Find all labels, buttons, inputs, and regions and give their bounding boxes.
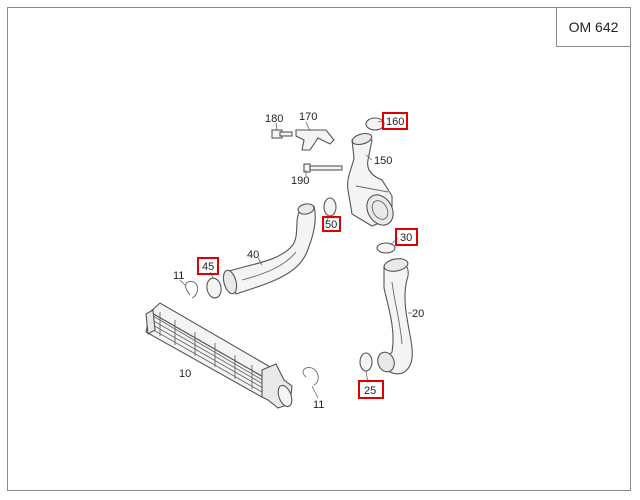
charge-air-hose-40-part[interactable] [221,203,316,295]
label-20: 20 [412,308,424,320]
bolt-180-part[interactable] [271,129,293,139]
engine-code-label: OM 642 [568,19,619,35]
highlight-25 [358,380,384,399]
seal-ring-160-part[interactable] [365,117,385,131]
charge-air-hose-20-part[interactable] [375,257,413,375]
label-170: 170 [299,111,317,123]
label-190: 190 [291,175,309,187]
highlight-50 [322,216,341,232]
seal-ring-45-part[interactable] [205,277,222,299]
engine-code-box: OM 642 [556,7,631,47]
bracket-170-part[interactable] [295,129,335,151]
label-25[interactable]: 25 [364,385,376,397]
throttle-housing-part[interactable] [347,132,399,230]
screw-190-part[interactable] [303,163,343,173]
label-50[interactable]: 50 [325,219,337,231]
label-40: 40 [247,249,259,261]
label-10: 10 [179,368,191,380]
highlight-30 [395,228,418,246]
clamp-left-part[interactable] [185,281,199,299]
highlight-45 [197,257,219,275]
seal-ring-50-part[interactable] [323,197,337,217]
label-45[interactable]: 45 [202,261,214,273]
label-11-right: 11 [313,399,324,411]
seal-ring-30-part[interactable] [376,242,396,254]
clamp-right-part[interactable] [302,367,319,386]
highlight-160 [382,112,408,130]
label-150: 150 [374,155,392,167]
diagram-frame [7,7,631,491]
seal-ring-25-part[interactable] [359,352,373,372]
label-30[interactable]: 30 [400,232,412,244]
label-160[interactable]: 160 [386,116,404,128]
intercooler-part[interactable] [145,302,294,409]
label-11-left: 11 [173,270,184,282]
label-180: 180 [265,113,283,125]
